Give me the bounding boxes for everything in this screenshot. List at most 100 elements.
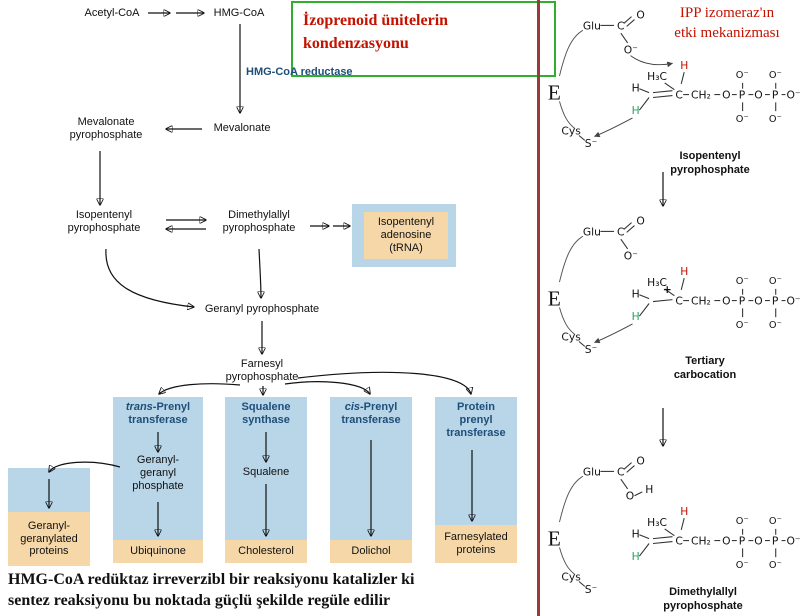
atom-h: H: [632, 82, 640, 95]
column-trans-prenyl: trans-Prenyl transferase Geranyl- gerany…: [113, 397, 203, 563]
label-mevalonate: Mevalonate: [213, 122, 271, 134]
atom-s-minus: S⁻: [585, 343, 597, 356]
atom-o-minus: O⁻: [769, 320, 782, 331]
atom-o-minus: O⁻: [769, 516, 782, 527]
atom-p: P: [739, 534, 746, 547]
product-label: Geranyl- geranylated proteins: [20, 519, 78, 558]
box-isopentenyl-adenosine-inner: Isopentenyl adenosine (tRNA): [364, 212, 448, 259]
bond-lines: [578, 462, 786, 587]
atom-o-minus: O⁻: [769, 114, 782, 125]
mechanism-title: IPP izomeraz'ın etki mekanizması: [674, 5, 780, 42]
mechanism-panel: IPP izomeraz'ın etki mekanizması: [537, 0, 806, 616]
atom-o-minus: O⁻: [736, 516, 749, 527]
enzyme-italic-prefix: trans: [125, 401, 153, 413]
column-protein-prenyl: Protein prenyl transferase Farnesylated …: [435, 397, 517, 563]
enzyme-outline: [559, 235, 584, 336]
enzyme-rest: -Prenyl transferase: [341, 401, 401, 426]
label-stage2: Tertiary carbocation: [673, 355, 737, 381]
label-geranyl-pyrophosphate: Geranyl pyrophosphate: [204, 303, 320, 315]
structure-dimethylallyl-pyrophosphate: E Glu C O O H Cys S⁻ H₃C H H H C CH₂ O P…: [548, 455, 801, 597]
structure-tertiary-carbocation: E Glu C O O⁻ Cys S⁻ H₃C H H H + C CH₂ O …: [548, 215, 801, 357]
atom-ch2: CH₂: [691, 88, 711, 101]
atom-h-green: H: [632, 104, 640, 117]
atom-h: H: [645, 483, 653, 496]
label-isopentenyl-pyrophosphate: Isopentenyl pyrophosphate: [67, 209, 141, 234]
column-cis-prenyl: cis-Prenyl transferase Dolichol: [330, 397, 412, 563]
arrow-ipp-to-geranyl: [105, 248, 194, 307]
arrow-farnesyl-to-col4: [297, 371, 471, 394]
atom-c: C: [675, 534, 682, 547]
structure-isopentenyl-pyrophosphate: E Glu C O O⁻ Cys S⁻ H₃C H H H C CH₂ O P …: [548, 9, 801, 151]
atom-o: O: [722, 534, 730, 547]
atom-h3c: H₃C: [647, 70, 667, 83]
atom-o: O: [754, 88, 762, 101]
enzyme-outline: [559, 475, 584, 576]
atom-glu: Glu: [583, 465, 601, 478]
mechanism-arrows: [594, 55, 674, 138]
product-label: Dolichol: [351, 545, 391, 558]
arrow-farnesyl-to-col1: [159, 383, 241, 394]
atom-c: C: [617, 225, 624, 238]
label-hmgcoa-reductase: HMG-CoA reductase: [246, 66, 353, 78]
atom-o: O: [636, 455, 644, 468]
atom-c: C: [617, 19, 624, 32]
atom-o-minus: O⁻: [769, 70, 782, 81]
enzyme-e: E: [548, 526, 561, 550]
atom-o-minus: O⁻: [736, 114, 749, 125]
atom-s-minus: S⁻: [585, 583, 597, 596]
product-ubiquinone: Ubiquinone: [113, 540, 203, 563]
atom-cys: Cys: [561, 125, 581, 138]
atom-h-green: H: [632, 550, 640, 563]
label-hmg-coa: HMG-CoA: [213, 7, 265, 19]
atom-o: O: [722, 88, 730, 101]
slide-footnote: HMG-CoA redüktaz irreverzibl bir reaksiy…: [8, 571, 415, 610]
atom-o-minus: O⁻: [736, 560, 749, 571]
atom-o-minus: O⁻: [786, 88, 800, 101]
enzyme-cis-prenyl-transferase: cis-Prenyl transferase: [330, 397, 412, 427]
carbocation-plus: +: [663, 283, 672, 296]
atom-s-minus: S⁻: [585, 137, 597, 150]
atom-o-minus: O⁻: [769, 560, 782, 571]
atom-c: C: [617, 465, 624, 478]
atom-o-minus: O⁻: [786, 294, 800, 307]
atom-o: O: [722, 294, 730, 307]
pathway-panel: Acetyl-CoA HMG-CoA İzoprenoid ünitelerin…: [8, 1, 556, 610]
atom-cys: Cys: [561, 331, 581, 344]
atom-o-minus: O⁻: [786, 534, 800, 547]
bond-lines: [578, 16, 786, 141]
product-farnesylated-proteins: Farnesylated proteins: [435, 525, 517, 563]
atom-o-minus: O⁻: [736, 276, 749, 287]
atom-h-red: H: [680, 265, 688, 278]
atom-c: C: [675, 294, 682, 307]
atom-o-minus: O⁻: [736, 320, 749, 331]
atom-p: P: [772, 88, 779, 101]
enzyme-italic-prefix: cis: [344, 401, 360, 413]
atom-h3c: H₃C: [647, 276, 667, 289]
atom-h-red: H: [680, 505, 688, 518]
atom-h-red: H: [680, 59, 688, 72]
atom-o: O: [626, 490, 634, 503]
atom-o-minus: O⁻: [624, 250, 638, 263]
enzyme-e: E: [548, 80, 561, 104]
atom-glu: Glu: [583, 19, 601, 32]
box-isopentenyl-adenosine: Isopentenyl adenosine (tRNA): [352, 204, 456, 267]
atom-cys: Cys: [561, 571, 581, 584]
atom-glu: Glu: [583, 225, 601, 238]
label-geranyl-geranyl-phosphate: Geranyl- geranyl phosphate: [132, 454, 184, 492]
enzyme-outline: [559, 29, 584, 130]
atom-o: O: [754, 294, 762, 307]
arrow-dmapp-to-geranyl: [259, 248, 261, 298]
atom-o-minus: O⁻: [769, 276, 782, 287]
bond-lines: [578, 222, 786, 347]
product-label: Farnesylated proteins: [444, 531, 508, 556]
product-cholesterol: Cholesterol: [225, 540, 307, 563]
enzyme-e: E: [548, 286, 561, 310]
product-label: Cholesterol: [238, 545, 294, 558]
atom-p: P: [739, 88, 746, 101]
label-farnesyl-pyrophosphate: Farnesyl pyrophosphate: [225, 358, 299, 383]
atom-h: H: [632, 528, 640, 541]
label-dimethylallyl-pyrophosphate: Dimethylallyl pyrophosphate: [222, 209, 296, 234]
label-mevalonate-pyrophosphate: Mevalonate pyrophosphate: [69, 116, 143, 141]
atom-p: P: [739, 294, 746, 307]
enzyme-trans-prenyl-transferase: trans-Prenyl transferase: [113, 397, 203, 427]
